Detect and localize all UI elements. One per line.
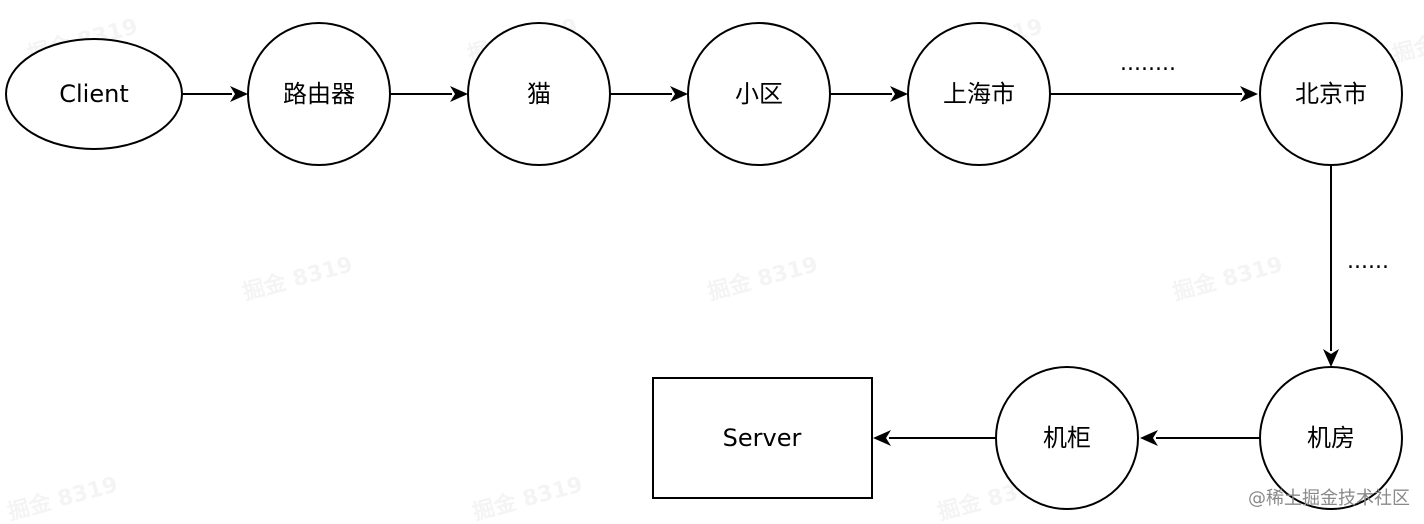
modem-circle xyxy=(467,22,611,166)
watermark: 掘金 8319 xyxy=(470,471,586,524)
attribution-text: @稀土掘金技术社区 xyxy=(1248,488,1410,509)
edge-modem-community xyxy=(611,86,688,102)
watermark: 掘金 8319 xyxy=(1170,251,1286,305)
cabinet-label: 机柜 xyxy=(1043,424,1091,452)
edges xyxy=(183,86,1339,446)
ellipsis-horizontal: ........ xyxy=(1120,51,1176,76)
node-server: Server xyxy=(652,377,873,499)
router-circle xyxy=(247,22,391,166)
ellipsis-vertical: ...... xyxy=(1347,249,1389,274)
shanghai-circle xyxy=(907,22,1051,166)
edge-shanghai-beijing xyxy=(1051,86,1258,102)
node-datacenter: 机房 xyxy=(1259,366,1403,510)
edge-community-shanghai xyxy=(831,86,908,102)
datacenter-label: 机房 xyxy=(1307,424,1355,452)
datacenter-circle xyxy=(1259,366,1403,510)
node-cabinet: 机柜 xyxy=(995,366,1139,510)
watermark: 掘金 8319 xyxy=(5,471,121,524)
client-ellipse xyxy=(5,38,183,150)
edge-beijing-datacenter xyxy=(1323,166,1339,367)
node-community: 小区 xyxy=(687,22,831,166)
server-box xyxy=(652,377,873,499)
watermark: 掘金 8319 xyxy=(240,251,356,305)
node-beijing: 北京市 xyxy=(1259,22,1403,166)
community-label: 小区 xyxy=(735,80,783,108)
beijing-label: 北京市 xyxy=(1295,80,1367,108)
beijing-circle xyxy=(1259,22,1403,166)
node-shanghai: 上海市 xyxy=(907,22,1051,166)
node-router: 路由器 xyxy=(247,22,391,166)
cabinet-circle xyxy=(995,366,1139,510)
shanghai-label: 上海市 xyxy=(943,80,1015,108)
node-modem: 猫 xyxy=(467,22,611,166)
watermark: 掘金 8319 xyxy=(1390,13,1424,67)
watermark: 掘金 8319 xyxy=(705,251,821,305)
router-label: 路由器 xyxy=(283,80,355,108)
edge-datacenter-cabinet xyxy=(1140,430,1259,446)
modem-label: 猫 xyxy=(527,80,551,108)
edge-cabinet-server xyxy=(873,430,996,446)
server-label: Server xyxy=(723,424,802,452)
client-label: Client xyxy=(59,80,128,108)
community-circle xyxy=(687,22,831,166)
edge-router-modem xyxy=(391,86,468,102)
edge-client-router xyxy=(183,86,248,102)
node-client: Client xyxy=(5,38,183,150)
